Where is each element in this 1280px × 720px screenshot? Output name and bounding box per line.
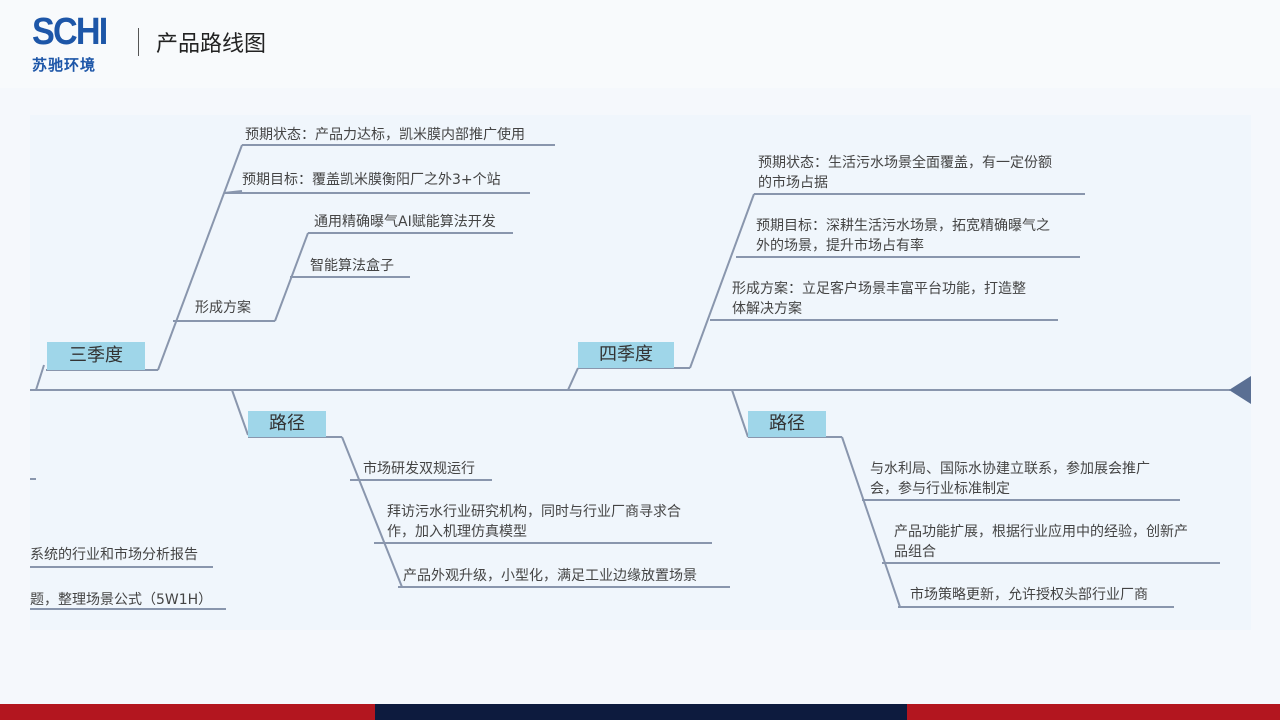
q4-path-bone [731,389,749,438]
left-cut-text-1: 系统的行业和市场分析报告 [30,547,198,563]
page-title: 产品路线图 [156,32,267,57]
spine-arrowhead [1229,376,1251,404]
q3-plan-item-1: 通用精确曝气AI赋能算法开发 [314,214,496,230]
q3-bone [157,144,243,371]
q3-label-box[interactable]: 三季度 [47,342,145,370]
q3-path-item-1: 市场研发双规运行 [363,461,475,477]
q4-status-line-2: 的市场占据 [758,175,828,191]
left-cut-branch [35,364,45,391]
company-logo[interactable]: SCHI 苏驰环境 [30,12,120,74]
q4-goal-line-1: 预期目标：深耕生活污水场景，拓宽精确曝气之 [756,218,1050,234]
q4-path-item-1a: 与水利局、国际水协建立联系，参加展会推广 [870,461,1150,477]
q3-path-item-2: 拜访污水行业研究机构，同时与行业厂商寻求合 [387,504,681,520]
fishbone-diagram: 三季度 预期状态：产品力达标，凯米膜内部推广使用 预期目标：覆盖凯米膜衡阳厂之外… [30,115,1251,630]
q4-path-trunk [841,436,901,608]
q3-plan: 形成方案 [195,300,251,316]
q3-path-item-2-cont: 作，加入机理仿真模型 [387,524,527,540]
q3-goal: 预期目标：覆盖凯米膜衡阳厂之外3+个站 [242,172,501,188]
q4-goal-line-2: 外的场景，提升市场占有率 [756,238,924,254]
logo-mark: SCHI [32,11,108,53]
q4-path-item-2a: 产品功能扩展，根据行业应用中的经验，创新产 [894,524,1188,540]
header: SCHI 苏驰环境 产品路线图 [0,0,1280,88]
q4-label-box[interactable]: 四季度 [578,342,674,368]
q4-bone [567,367,579,391]
q3-path-box[interactable]: 路径 [248,411,326,437]
logo-subtitle: 苏驰环境 [32,56,97,74]
q4-path-box[interactable]: 路径 [748,411,826,437]
footer-bar-red-right [907,704,1280,720]
q4-main-bone [689,193,755,369]
q3-status: 预期状态：产品力达标，凯米膜内部推广使用 [245,127,525,143]
q4-path-item-2b: 品组合 [894,544,936,560]
q4-status-line-1: 预期状态：生活污水场景全面覆盖，有一定份额 [758,155,1052,171]
q4-path-item-3: 市场策略更新，允许授权头部行业厂商 [910,587,1148,603]
left-cut-text-2: 题，整理场景公式（5W1H） [30,592,213,608]
q4-plan-line-2: 体解决方案 [732,301,802,317]
q3-plan-item-2: 智能算法盒子 [310,258,394,274]
q3-path-trunk [341,436,403,588]
q4-path-item-1b: 会，参与行业标准制定 [870,481,1010,497]
diagram-lines [30,144,1251,610]
q4-plan-line-1: 形成方案：立足客户场景丰富平台功能，打造整 [732,281,1026,297]
q3-path-item-3: 产品外观升级，小型化，满足工业边缘放置场景 [403,568,697,584]
header-divider [138,28,139,56]
footer-bar-red-left [0,704,375,720]
q3-path-bone [231,389,249,436]
footer-bar-navy [375,704,907,720]
